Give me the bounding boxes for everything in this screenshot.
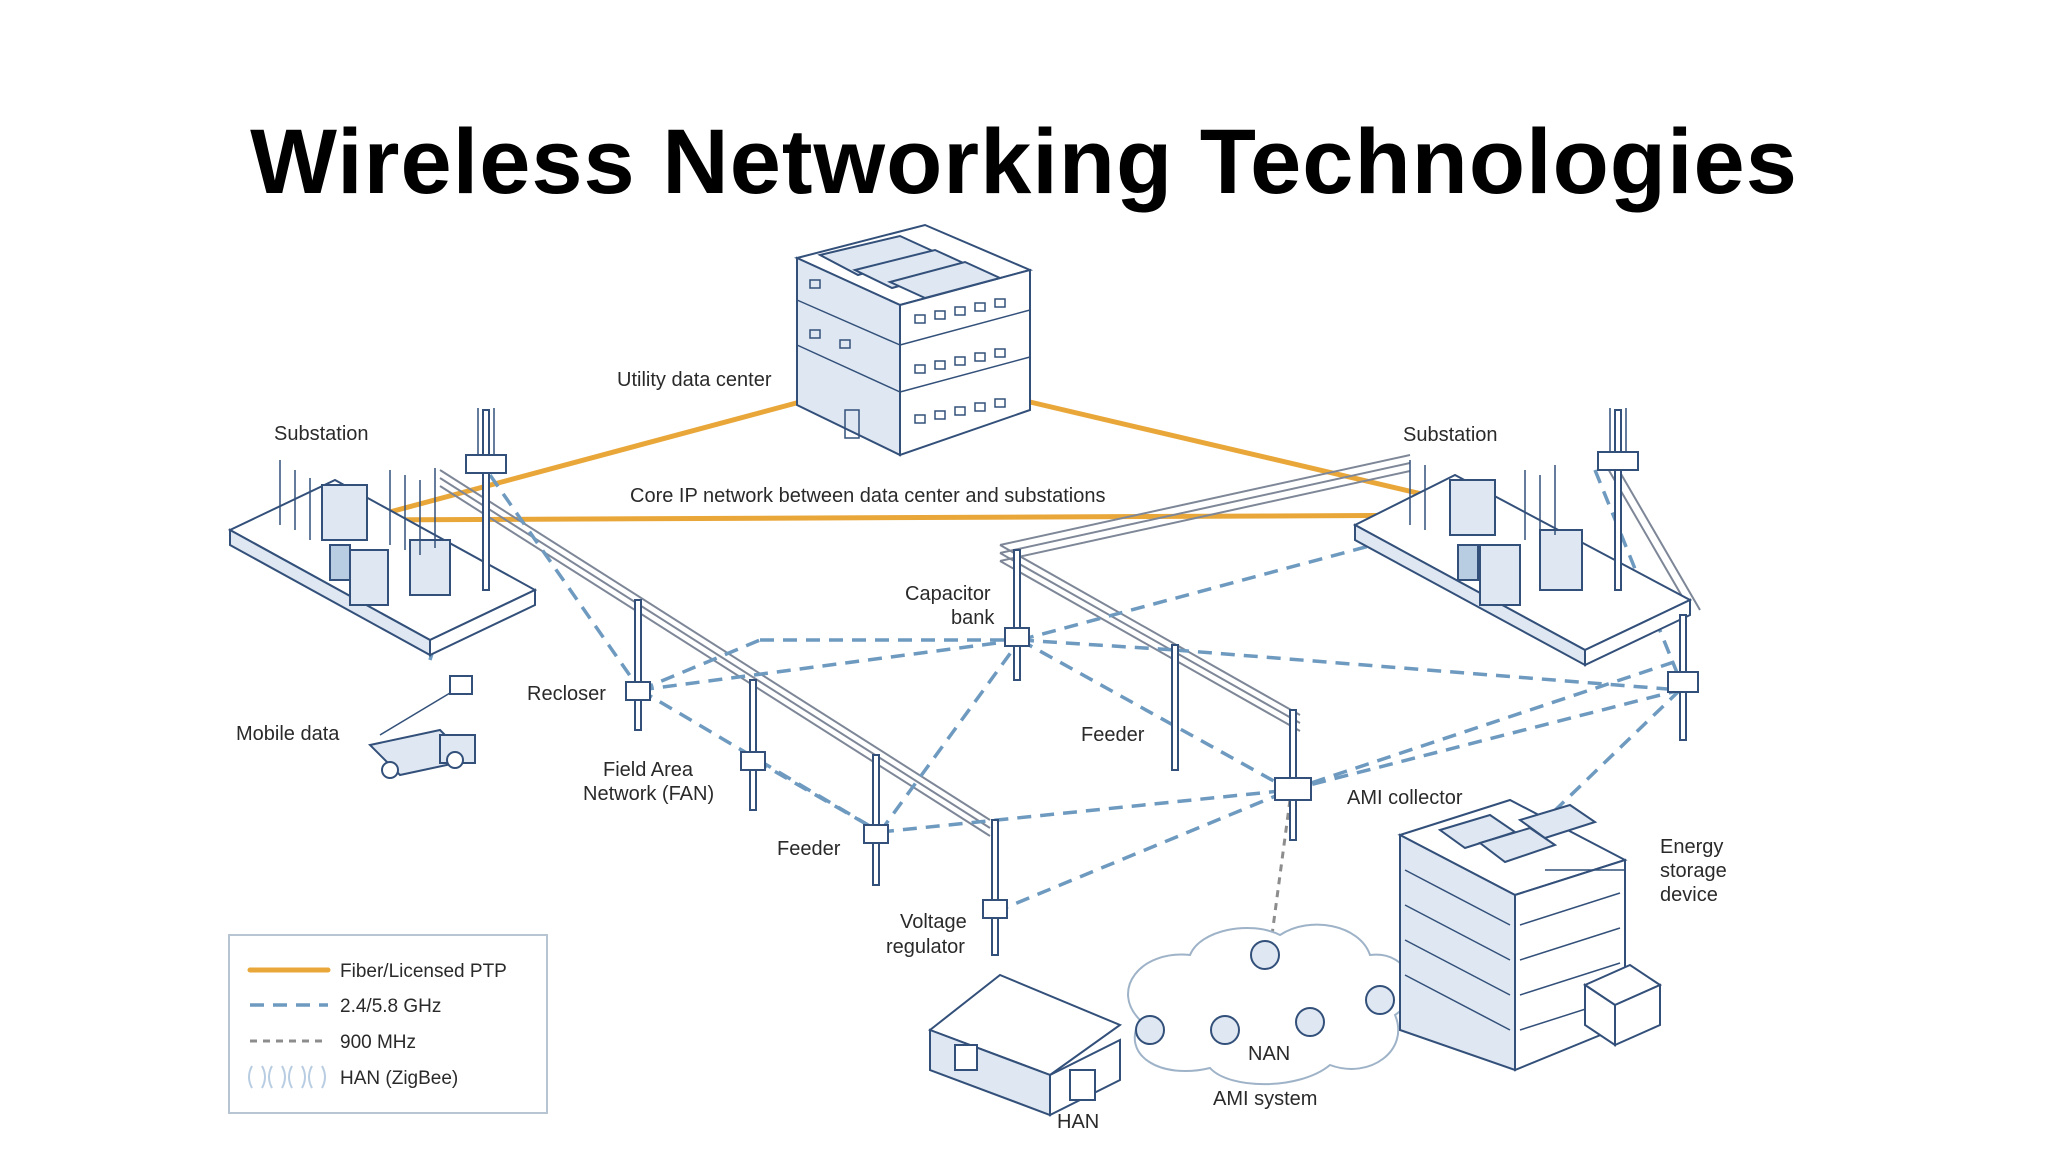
office-building <box>1397 798 1663 1072</box>
ami-collector-label: AMI collector <box>1347 787 1463 809</box>
recloser-label: Recloser <box>527 683 606 705</box>
legend-900mhz-label: 900 MHz <box>340 1032 416 1053</box>
utility-data-center <box>794 223 1034 457</box>
substation-left <box>227 408 538 657</box>
core-ip-network-label: Core IP network between data center and … <box>630 485 1105 507</box>
slide-title: Wireless Networking Technologies <box>250 111 1798 213</box>
legend-box <box>228 934 548 1114</box>
nan-label: NAN <box>1248 1043 1290 1065</box>
fiber-links <box>357 399 1493 523</box>
legend-wifi-label: 2.4/5.8 GHz <box>340 996 441 1017</box>
voltage-regulator-label-1: Voltage <box>900 911 967 933</box>
diagram-labels: Utility data center Substation Substatio… <box>236 369 1727 1133</box>
substation-left-label: Substation <box>274 423 369 445</box>
distribution-poles <box>625 549 1699 956</box>
substation-right-label: Substation <box>1403 424 1498 446</box>
energy-storage-label-1: Energy <box>1660 836 1723 858</box>
bucket-truck <box>367 675 476 779</box>
energy-storage-label-2: storage <box>1660 860 1727 882</box>
legend-fiber-label: Fiber/Licensed PTP <box>340 961 507 982</box>
fan-label-2: Network (FAN) <box>583 783 714 805</box>
utility-data-center-label: Utility data center <box>617 369 772 391</box>
feeder-right-label: Feeder <box>1081 724 1145 746</box>
power-lines <box>439 454 1701 837</box>
ami-cloud <box>1127 923 1412 1086</box>
substation-right <box>1352 408 1693 667</box>
ami-system-label: AMI system <box>1213 1088 1317 1110</box>
legend: Fiber/Licensed PTP 2.4/5.8 GHz 900 MHz H… <box>228 934 548 1114</box>
feeder-left-label: Feeder <box>777 838 841 860</box>
legend-zigbee-label: HAN (ZigBee) <box>340 1068 458 1089</box>
mobile-data-label: Mobile data <box>236 723 340 745</box>
fan-label-1: Field Area <box>603 759 694 781</box>
capacitor-bank-label-2: bank <box>951 607 995 629</box>
capacitor-bank-label-1: Capacitor <box>905 583 991 605</box>
voltage-regulator-label-2: regulator <box>886 936 965 958</box>
legend-zigbee-swatch <box>248 1065 326 1089</box>
energy-storage-label-3: device <box>1660 884 1718 906</box>
han-label: HAN <box>1057 1111 1099 1133</box>
han-house <box>927 973 1123 1117</box>
